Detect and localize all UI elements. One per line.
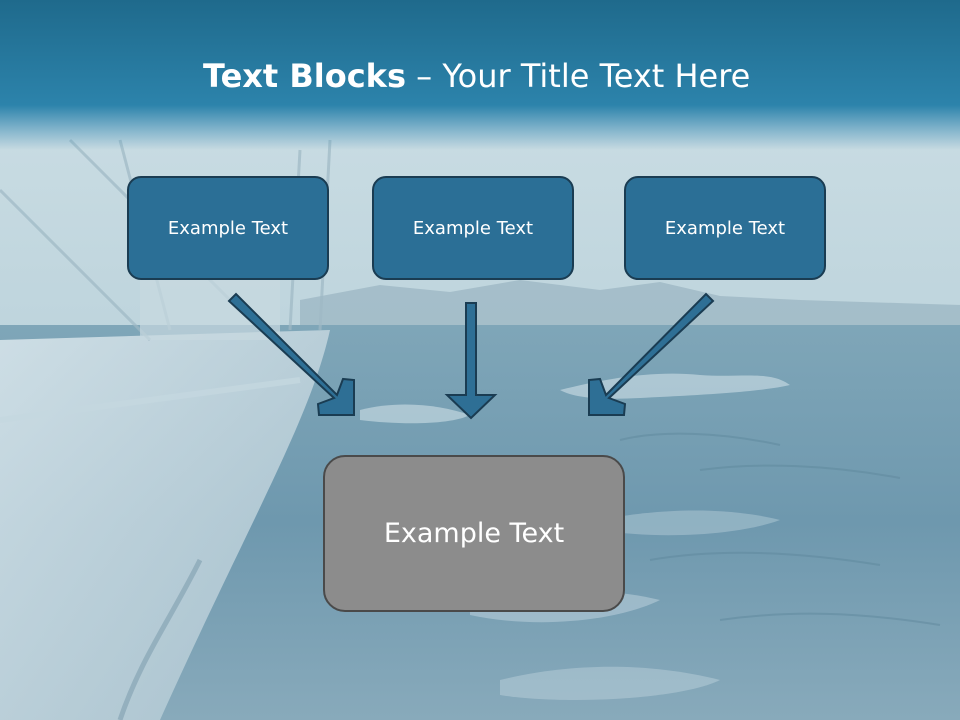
text-block-bottom-label: Example Text xyxy=(383,518,565,549)
title-dash: – xyxy=(406,57,443,95)
text-block-center-label: Example Text xyxy=(412,217,534,239)
text-block-center[interactable]: Example Text xyxy=(372,176,574,280)
slide-title: Text Blocks – Your Title Text Here xyxy=(203,54,750,98)
title-band xyxy=(0,0,960,150)
title-bold-part: Text Blocks xyxy=(203,57,406,95)
text-block-bottom[interactable]: Example Text xyxy=(323,455,625,612)
text-block-left-label: Example Text xyxy=(167,217,289,239)
text-block-right-label: Example Text xyxy=(664,217,786,239)
text-block-right[interactable]: Example Text xyxy=(624,176,826,280)
title-rest: Your Title Text Here xyxy=(442,57,751,95)
text-block-left[interactable]: Example Text xyxy=(127,176,329,280)
